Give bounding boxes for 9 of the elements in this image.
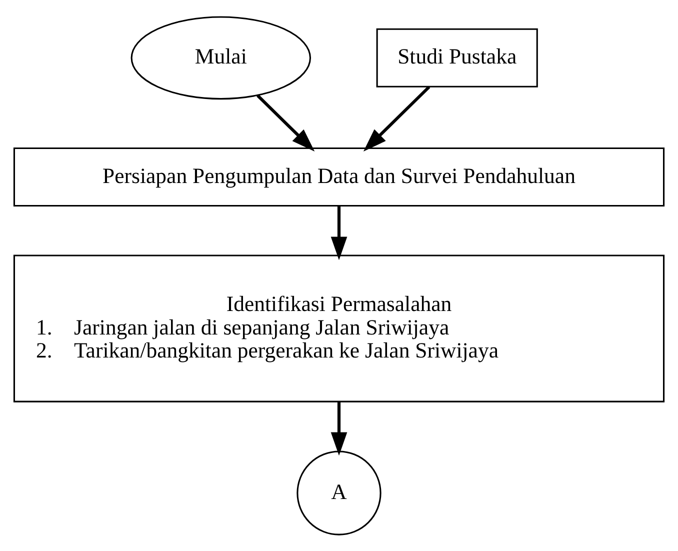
arrow bbox=[256, 94, 315, 152]
node-box: Studi Pustaka bbox=[376, 28, 538, 87]
node-circle: A bbox=[296, 450, 382, 535]
node-box: Identifikasi Permasalahan 1. Jaringan jalan di sepanjang Jalan Sriwijaya 2. Tarikan/bangkitan pergerakan ke Jalan Sriwijaya bbox=[13, 254, 665, 402]
arrow bbox=[363, 85, 430, 151]
node-box: Persiapan Pengumpulan Data dan Survei Pendahuluan bbox=[13, 146, 665, 206]
node-ellipse: Mulai bbox=[130, 16, 312, 100]
arrow bbox=[330, 401, 348, 456]
arrow bbox=[330, 205, 348, 260]
